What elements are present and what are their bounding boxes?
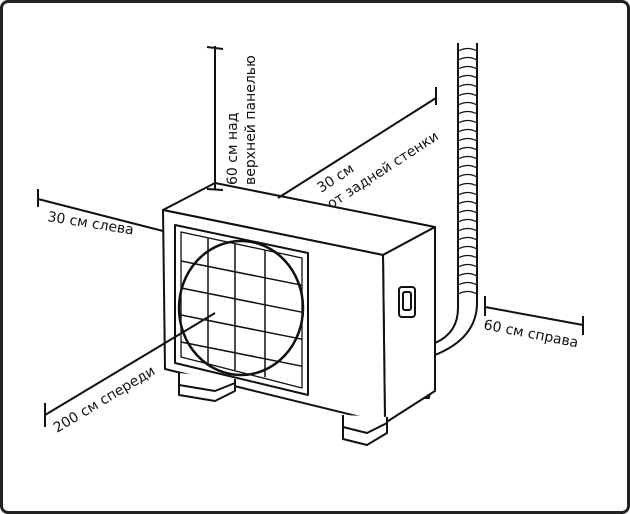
label-left: 30 см слева [46, 209, 134, 238]
label-top-2: верхней панелью [243, 55, 259, 185]
label-front: 200 см спереди [51, 363, 158, 436]
dim-line-left [37, 189, 164, 232]
mounting-foot-right [342, 415, 388, 446]
unit-side-face [382, 226, 436, 424]
dim-line-top [206, 46, 224, 191]
dim-line-front [44, 312, 216, 427]
dim-line-back [277, 87, 437, 199]
ac-clearance-diagram: 60 см над верхней панелью 30 см от задне… [37, 43, 584, 446]
label-top-1: 60 см над [225, 113, 241, 185]
fan-grille [174, 224, 309, 396]
mounting-foot-left [178, 373, 236, 402]
fan-circle [177, 239, 305, 377]
dim-line-right [484, 296, 584, 335]
